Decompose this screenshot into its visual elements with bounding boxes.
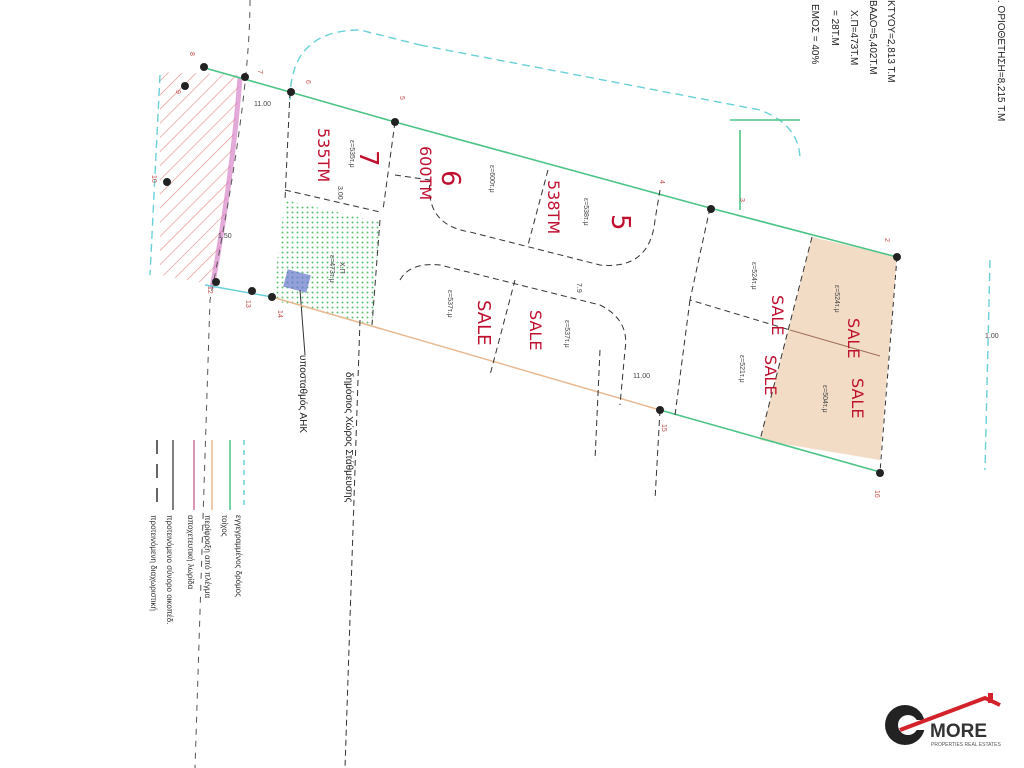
plot-area-label: ε=537τ.μ bbox=[446, 290, 453, 318]
sold-plots-divider bbox=[789, 329, 881, 357]
wall-bottom bbox=[659, 409, 881, 473]
plot-area-label: ε=538τ.μ bbox=[582, 198, 589, 226]
substation-label: υποσταθμός ΑΗΚ bbox=[297, 355, 309, 433]
plot-area-label: ε=524τ.μ bbox=[833, 285, 840, 313]
sold-plots-area bbox=[760, 237, 897, 460]
road-edge bbox=[984, 259, 991, 471]
point-number: 6 bbox=[304, 80, 311, 84]
wall-corner bbox=[730, 119, 800, 210]
green-space-area-label: ε=473τ.μ bbox=[328, 255, 335, 283]
plot-9[interactable]: ε=537τ.μ SALE bbox=[446, 290, 494, 345]
substation-box bbox=[283, 269, 311, 293]
delimitation-line: . ΟΡΙΟΘΕΤΗΣΗ=8,215 Τ.Μ bbox=[995, 0, 1006, 121]
dimension-label: 11.00 bbox=[633, 373, 650, 380]
handwritten-note: SALE bbox=[848, 378, 867, 418]
summary-line: ΕΜΟΣ = 40% bbox=[809, 4, 820, 64]
summary-line: Χ.Π=473Τ.Μ bbox=[848, 10, 859, 65]
plot-1[interactable]: ε=524τ.μ SALE bbox=[833, 285, 863, 358]
plot-5[interactable]: ε=538τ.μ 5 538ΤΜ bbox=[544, 180, 635, 234]
plot-number: 5 bbox=[605, 214, 635, 231]
point-number: 13 bbox=[244, 300, 251, 308]
dimension-label: 3.00 bbox=[336, 186, 343, 200]
green-space-title: Χ.Π bbox=[338, 262, 345, 274]
handwritten-note: SALE bbox=[768, 295, 787, 335]
plot-area-label: ε=600τ.μ bbox=[488, 165, 495, 193]
handwritten-note: SALE bbox=[526, 310, 545, 350]
fence-bottom bbox=[271, 296, 661, 411]
point-number-labels: 8 9 7 6 5 4 3 2 16 15 14 13 12 10 bbox=[150, 52, 890, 498]
handwritten-note: SALE bbox=[761, 355, 780, 395]
gmore-logo: MORE PROPERTIES REAL ESTATES bbox=[885, 693, 1001, 748]
substation-pointer bbox=[299, 289, 306, 356]
point-number: 7 bbox=[256, 70, 263, 74]
plot-area-label: ε=521τ.μ bbox=[738, 355, 745, 383]
logo-tagline: PROPERTIES REAL ESTATES bbox=[931, 742, 1001, 748]
plot-area-label: ε=504τ.μ bbox=[821, 385, 828, 413]
handwritten-note: 538ΤΜ bbox=[544, 180, 563, 234]
handwritten-note: 535ΤΜ bbox=[314, 128, 333, 182]
summary-line: = 28Τ.Μ bbox=[829, 10, 840, 46]
plot-number: 7 bbox=[353, 150, 383, 167]
dimension-label: 1.50 bbox=[218, 233, 232, 240]
house-roof-icon bbox=[899, 695, 1001, 732]
area-summary: ΚΤΥΟΥ=2,813 Τ.Μ ΒΑΔΟ=5,402Τ.Μ Χ.Π=473Τ.Μ… bbox=[809, 0, 1006, 121]
legend-label: τοίχος bbox=[220, 515, 229, 537]
plot-7[interactable]: ε=535τ.μ 7 535ΤΜ bbox=[314, 128, 383, 182]
road-edge bbox=[194, 0, 251, 768]
point-number: 4 bbox=[658, 180, 665, 184]
point-number: 3 bbox=[738, 198, 745, 202]
legend-label: αποχετευτική λωρίδα bbox=[186, 515, 195, 590]
point-number: 8 bbox=[188, 52, 195, 56]
plot-3[interactable]: ε=524τ.μ SALE bbox=[750, 262, 787, 335]
plot-6[interactable]: ε=600τ.μ 6 600ΤΜ bbox=[416, 146, 495, 200]
road-edge bbox=[289, 29, 421, 101]
plot-area-label: ε=537τ.μ bbox=[563, 320, 570, 348]
legend-label: προτεινόμενη διαχωριστική bbox=[149, 515, 158, 611]
plot-2[interactable]: ε=504τ.μ SALE bbox=[821, 378, 867, 418]
dimension-label: 1.00 bbox=[985, 333, 999, 340]
dimension-label: 11.00 bbox=[254, 101, 271, 108]
legend-label: εγγεγραμμένος δρόμος bbox=[234, 515, 243, 597]
parking-label: δημόσιος Χώρος Στάθμευσης bbox=[343, 372, 355, 503]
drainage-strip bbox=[209, 77, 243, 289]
dimension-label: 7.9 bbox=[575, 283, 582, 293]
plot-4[interactable]: ε=521τ.μ SALE bbox=[738, 355, 780, 395]
handwritten-note: SALE bbox=[844, 318, 863, 358]
point-number: 9 bbox=[174, 90, 181, 94]
plot-8[interactable]: ε=537τ.μ SALE bbox=[526, 310, 570, 350]
point-number: 15 bbox=[660, 424, 667, 432]
handwritten-note: SALE bbox=[473, 300, 494, 345]
road-boundary bbox=[204, 284, 273, 298]
point-number: 16 bbox=[873, 490, 880, 498]
point-number: 12 bbox=[206, 286, 213, 294]
handwritten-note: 600ΤΜ bbox=[416, 146, 435, 200]
plot-area-label: ε=524τ.μ bbox=[750, 262, 757, 290]
plot-boundaries bbox=[284, 91, 813, 768]
road-edge bbox=[149, 74, 161, 276]
plot-number: 6 bbox=[435, 170, 465, 187]
legend-label: προτεινόμενο σύνορο οικοπέδ. bbox=[165, 515, 174, 624]
green-space-label: Χ.Π ε=473τ.μ bbox=[328, 255, 345, 283]
point-number: 5 bbox=[398, 96, 405, 100]
road-edge bbox=[419, 44, 801, 161]
point-number: 2 bbox=[883, 238, 890, 242]
point-number: 10 bbox=[150, 175, 157, 183]
legend: εγγεγραμμένος δρόμος τοίχος περίφραξη απ… bbox=[149, 440, 245, 624]
legend-label: περίφραξη από πλέγμα bbox=[203, 515, 212, 599]
plot-area-label: ε=535τ.μ bbox=[348, 140, 355, 168]
point-number: 14 bbox=[276, 310, 283, 318]
green-space-area bbox=[272, 200, 380, 325]
summary-line: ΚΤΥΟΥ=2,813 Τ.Μ bbox=[885, 0, 896, 83]
summary-line: ΒΑΔΟ=5,402Τ.Μ bbox=[867, 0, 878, 75]
dimension-labels: 11.00 3.00 7.9 11.00 1.00 1.50 bbox=[218, 101, 999, 380]
survey-points bbox=[163, 63, 901, 477]
logo-brand: MORE bbox=[930, 721, 987, 742]
